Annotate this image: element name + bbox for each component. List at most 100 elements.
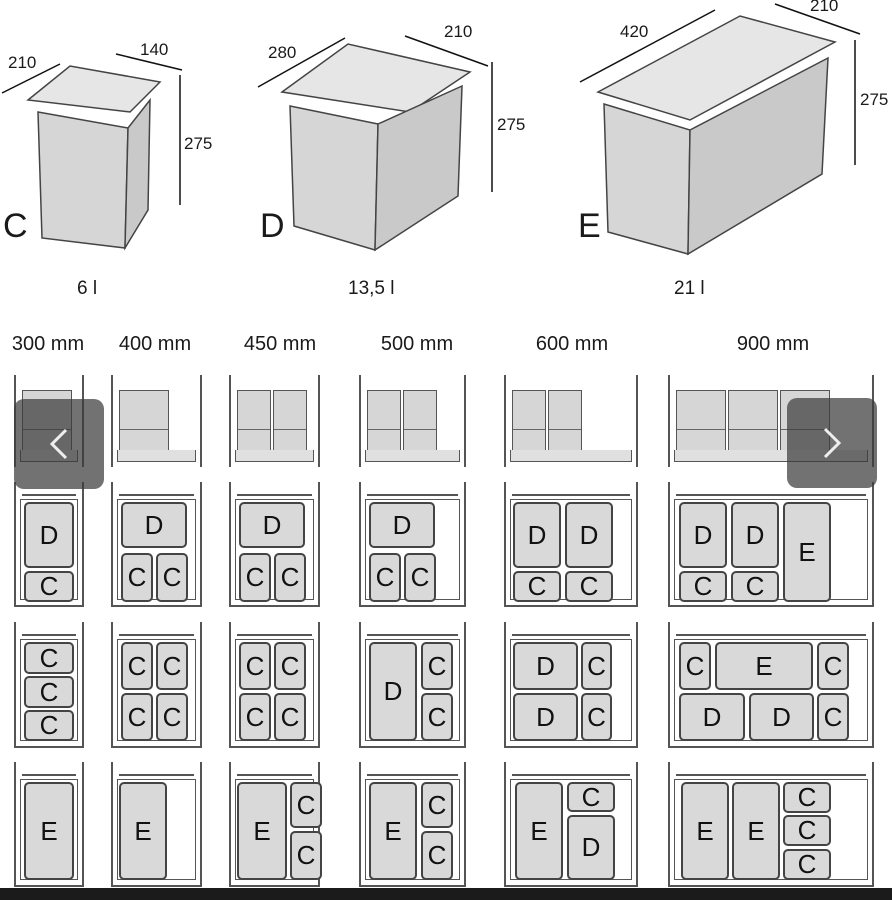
bin-slot: D bbox=[513, 642, 578, 690]
bin-slot: C bbox=[783, 849, 831, 880]
bin-slot: D bbox=[731, 502, 779, 568]
bin-slot: C bbox=[274, 553, 306, 602]
drawer-tray bbox=[365, 450, 460, 462]
bin-slot: C bbox=[783, 782, 831, 813]
bin-slot: C bbox=[513, 571, 561, 602]
bin-slot: C bbox=[817, 693, 849, 741]
dim-e-depth: 420 bbox=[620, 22, 649, 41]
bin-slot: C bbox=[404, 553, 436, 602]
cabinet-post bbox=[668, 375, 670, 467]
bin-slot: C bbox=[679, 571, 727, 602]
bin-slot: C bbox=[239, 693, 271, 741]
capacity-d: 13,5 l bbox=[348, 278, 395, 299]
bin-slot: E bbox=[24, 782, 74, 880]
bin-slot: D bbox=[369, 502, 435, 548]
drawer-tray bbox=[235, 450, 314, 462]
cabinet-post bbox=[229, 375, 231, 467]
bin-slot: C bbox=[121, 693, 153, 741]
bin-letter-d: D bbox=[260, 207, 285, 245]
bin-slot: C bbox=[156, 553, 188, 602]
bin-slot: C bbox=[24, 710, 74, 741]
cabinet-width-900: 900 mm bbox=[736, 333, 810, 355]
bin-slot: E bbox=[515, 782, 563, 880]
bin-slot: D bbox=[567, 815, 615, 880]
bin-slot: C bbox=[274, 693, 306, 741]
bin-slot: C bbox=[565, 571, 613, 602]
cabinet-post bbox=[111, 375, 113, 467]
bin-slot: D bbox=[239, 502, 305, 548]
bin-slot: C bbox=[239, 642, 271, 690]
dim-d-depth: 280 bbox=[268, 43, 297, 62]
chevron-right-icon bbox=[823, 427, 842, 459]
bin-slot: C bbox=[421, 831, 453, 880]
dim-c-width: 140 bbox=[140, 40, 169, 59]
bin-slot: D bbox=[121, 502, 187, 548]
bin-slot: C bbox=[679, 642, 711, 690]
bin-slot: C bbox=[239, 553, 271, 602]
bin-slot: C bbox=[274, 642, 306, 690]
bin-slot: C bbox=[817, 642, 849, 690]
bin-slot: C bbox=[421, 693, 453, 741]
bin-slot: C bbox=[290, 831, 322, 880]
bin-slot: D bbox=[513, 502, 561, 568]
cabinet-post bbox=[636, 375, 638, 467]
bin-slot: C bbox=[121, 642, 153, 690]
bin-slot: C bbox=[121, 553, 153, 602]
bin-slot: C bbox=[581, 642, 612, 690]
bin-slot: E bbox=[732, 782, 780, 880]
bin-slot: E bbox=[715, 642, 813, 690]
dim-d-height: 275 bbox=[497, 115, 526, 134]
bin-slot: D bbox=[513, 693, 578, 741]
drawer-tray bbox=[117, 450, 196, 462]
bin-slot: C bbox=[369, 553, 401, 602]
bin-slot: D bbox=[369, 642, 417, 741]
bin-slot: E bbox=[783, 502, 831, 602]
bin-slot: C bbox=[156, 693, 188, 741]
cabinet-width-400: 400 mm bbox=[118, 333, 192, 355]
capacity-e: 21 l bbox=[674, 278, 705, 299]
bin-slot: C bbox=[567, 782, 615, 812]
bin-letter-c: C bbox=[3, 207, 28, 245]
cabinet-post bbox=[200, 375, 202, 467]
cabinet-post bbox=[359, 375, 361, 467]
bin-slot: C bbox=[24, 676, 74, 708]
bin-slot: D bbox=[679, 502, 727, 568]
cabinet-width-500: 500 mm bbox=[380, 333, 454, 355]
bin-slot: C bbox=[24, 571, 74, 602]
cabinet-post bbox=[464, 375, 466, 467]
dim-c-height: 275 bbox=[184, 134, 213, 153]
bin-slot: C bbox=[421, 782, 453, 828]
bottom-bar bbox=[0, 888, 892, 900]
cabinet-post bbox=[318, 375, 320, 467]
bin-slot: E bbox=[681, 782, 729, 880]
drawer-tray bbox=[510, 450, 632, 462]
bin-slot: C bbox=[783, 815, 831, 846]
chevron-left-icon bbox=[49, 428, 68, 460]
bin-slot: C bbox=[581, 693, 612, 741]
bin-letter-e: E bbox=[578, 207, 601, 245]
cabinet-width-300: 300 mm bbox=[11, 333, 85, 355]
bin-slot: C bbox=[421, 642, 453, 690]
cabinet-width-450: 450 mm bbox=[243, 333, 317, 355]
dim-d-width: 210 bbox=[444, 22, 473, 41]
bin-slot: C bbox=[731, 571, 779, 602]
bin-slot: E bbox=[237, 782, 287, 880]
dim-e-height: 275 bbox=[860, 90, 889, 109]
bin-slot: D bbox=[24, 502, 74, 568]
bin-slot: C bbox=[290, 782, 322, 828]
capacity-c: 6 l bbox=[77, 278, 98, 299]
dim-c-depth: 210 bbox=[8, 53, 37, 72]
carousel-next-button[interactable] bbox=[787, 398, 877, 488]
cabinet-post bbox=[504, 375, 506, 467]
bin-slot: D bbox=[679, 693, 745, 741]
bin-slot: D bbox=[749, 693, 814, 741]
bin-slot: C bbox=[24, 642, 74, 674]
bin-slot: E bbox=[119, 782, 167, 880]
bin-slot: E bbox=[369, 782, 417, 880]
cabinet-width-600: 600 mm bbox=[535, 333, 609, 355]
bin-slot: D bbox=[565, 502, 613, 568]
dim-e-width: 210 bbox=[810, 0, 839, 15]
carousel-prev-button[interactable] bbox=[14, 399, 104, 489]
bin-illustrations bbox=[1, 3, 861, 256]
bin-slot: C bbox=[156, 642, 188, 690]
